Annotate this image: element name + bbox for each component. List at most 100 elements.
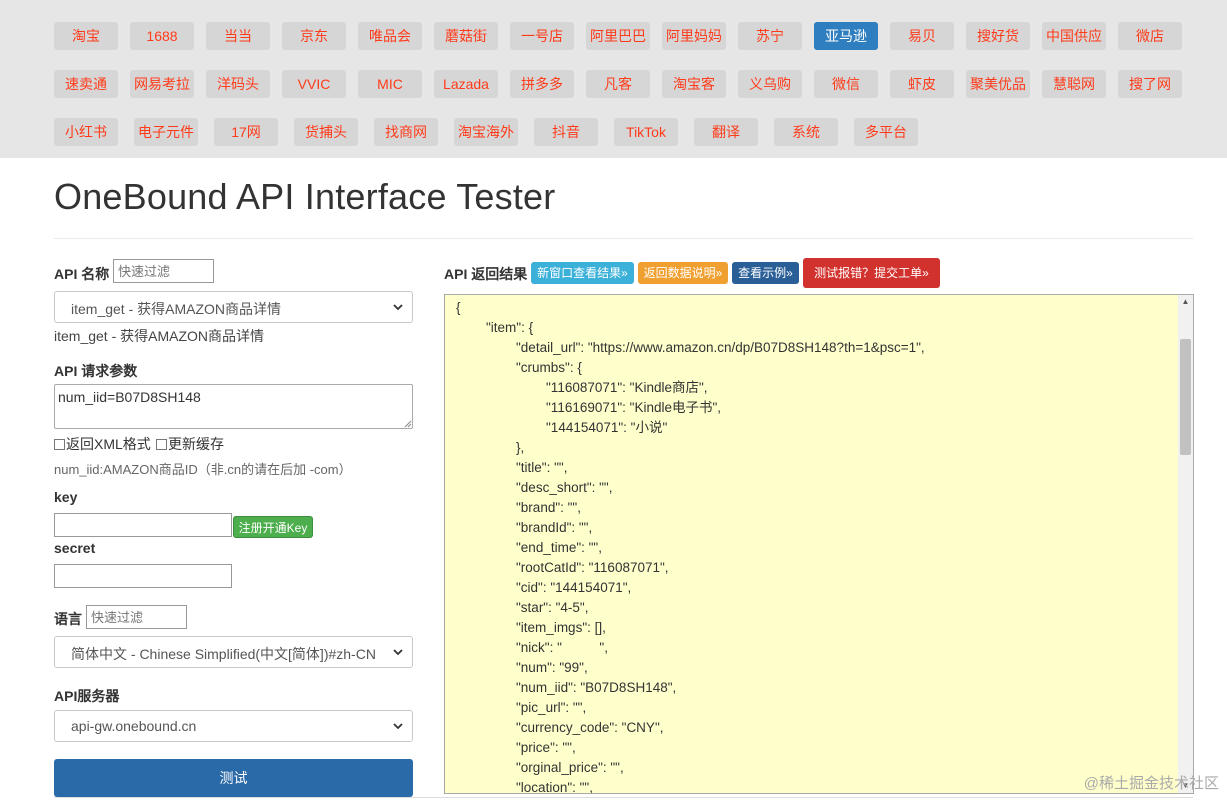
platform-button[interactable]: 凡客 (586, 70, 650, 98)
result-line: "crumbs": { (456, 360, 582, 375)
platform-button[interactable]: 蘑菇街 (434, 22, 498, 50)
platform-button[interactable]: 淘宝客 (662, 70, 726, 98)
api-name-select[interactable]: item_get - 获得AMAZON商品详情 (54, 291, 413, 323)
key-input[interactable] (54, 513, 232, 537)
platform-button[interactable]: 17网 (214, 118, 278, 146)
platform-button[interactable]: 亚马逊 (814, 22, 878, 50)
key-label: key (54, 489, 78, 505)
result-line: "116169071": "Kindle电子书", (456, 400, 722, 415)
register-key-button[interactable]: 注册开通Key (233, 516, 313, 538)
result-line: "nick": " ", (456, 640, 608, 655)
platform-button[interactable]: 阿里巴巴 (586, 22, 650, 50)
platform-button[interactable]: 微信 (814, 70, 878, 98)
platform-button[interactable]: MIC (358, 70, 422, 98)
platform-button[interactable]: 虾皮 (890, 70, 954, 98)
report-error-button[interactable]: 测试报错？提交工单» (803, 258, 940, 288)
view-example-button[interactable]: 查看示例» (732, 262, 799, 284)
platform-button[interactable]: 货捕头 (294, 118, 358, 146)
result-line: "brand": "", (456, 500, 581, 515)
result-line: "item": { (456, 320, 534, 335)
result-line: "num_iid": "B07D8SH148", (456, 680, 677, 695)
secret-input[interactable] (54, 564, 232, 588)
result-line: "title": "", (456, 460, 568, 475)
platform-button[interactable]: 系统 (774, 118, 838, 146)
server-label: API服务器 (54, 688, 120, 704)
platform-button[interactable]: 电子元件 (134, 118, 198, 146)
result-line: "pic_url": "", (456, 700, 587, 715)
platform-button[interactable]: 小红书 (54, 118, 118, 146)
platform-button[interactable]: 抖音 (534, 118, 598, 146)
params-textarea[interactable]: num_iid=B07D8SH148 (54, 384, 413, 429)
platform-button[interactable]: 速卖通 (54, 70, 118, 98)
server-select[interactable]: api-gw.onebound.cn (54, 710, 413, 742)
platform-button[interactable]: 多平台 (854, 118, 918, 146)
return-doc-button[interactable]: 返回数据说明» (638, 262, 728, 284)
result-line: "cid": "144154071", (456, 580, 632, 595)
language-filter-input[interactable] (86, 605, 187, 629)
platform-button[interactable]: 淘宝 (54, 22, 118, 50)
platform-button[interactable]: 网易考拉 (130, 70, 194, 98)
result-line: "star": "4-5", (456, 600, 589, 615)
platform-button[interactable]: 义乌购 (738, 70, 802, 98)
result-line: "rootCatId": "116087071", (456, 560, 669, 575)
platform-button[interactable]: 一号店 (510, 22, 574, 50)
platform-button[interactable]: 翻译 (694, 118, 758, 146)
chevron-down-icon (393, 723, 403, 730)
result-line: "item_imgs": [], (456, 620, 606, 635)
platform-button[interactable]: 拼多多 (510, 70, 574, 98)
platform-button[interactable]: VVIC (282, 70, 346, 98)
platform-button[interactable]: 唯品会 (358, 22, 422, 50)
platform-bar: 淘宝 1688 当当京东唯品会蘑菇街一号店阿里巴巴阿里妈妈苏宁亚马逊易贝搜好货中国供… (0, 0, 1227, 158)
platform-button[interactable]: 聚美优品 (966, 70, 1030, 98)
scroll-up-icon[interactable]: ▲ (1181, 297, 1190, 306)
platform-button[interactable]: 京东 (282, 22, 346, 50)
result-line: "desc_short": "", (456, 480, 613, 495)
result-json: { "item": { "detail_url": "https://www.a… (445, 295, 1193, 794)
platform-button[interactable]: 淘宝海外 (454, 118, 518, 146)
platform-button[interactable]: 搜好货 (966, 22, 1030, 50)
resize-handle-icon[interactable] (404, 420, 412, 428)
new-window-button[interactable]: 新窗口查看结果» (531, 262, 634, 284)
platform-button[interactable]: 搜了网 (1118, 70, 1182, 98)
checkbox-icon (156, 438, 167, 450)
result-panel[interactable]: { "item": { "detail_url": "https://www.a… (444, 294, 1194, 794)
platform-button[interactable]: 苏宁 (738, 22, 802, 50)
result-line: "orginal_price": "", (456, 760, 624, 775)
platform-button[interactable]: TikTok (614, 118, 678, 146)
language-select-value: 简体中文 - Chinese Simplified(中文[简体])#zh-CN (71, 646, 376, 662)
result-line: "price": "", (456, 740, 576, 755)
platform-button[interactable]: 微店 (1118, 22, 1182, 50)
divider (54, 238, 1193, 239)
platform-button[interactable]: 易贝 (890, 22, 954, 50)
api-name-select-value: item_get - 获得AMAZON商品详情 (71, 301, 282, 317)
result-line: { (456, 300, 461, 315)
platform-button[interactable]: 找商网 (374, 118, 438, 146)
platform-button[interactable]: 当当 (206, 22, 270, 50)
scroll-down-icon[interactable]: ▼ (1181, 781, 1190, 790)
secret-label: secret (54, 540, 96, 556)
language-label: 语言 (54, 611, 82, 627)
platform-button[interactable]: 洋码头 (206, 70, 270, 98)
result-line: "currency_code": "CNY", (456, 720, 664, 735)
update-cache-checkbox[interactable]: 更新缓存 (156, 434, 224, 454)
platform-button[interactable]: 中国供应 (1042, 22, 1106, 50)
platform-button[interactable]: 慧聪网 (1042, 70, 1106, 98)
result-line: "detail_url": "https://www.amazon.cn/dp/… (456, 340, 925, 355)
divider (54, 797, 1193, 798)
xml-format-checkbox[interactable]: 返回XML格式 (54, 434, 151, 454)
checkbox-icon (54, 438, 65, 450)
chevron-down-icon (393, 304, 403, 311)
result-line: "end_time": "", (456, 540, 602, 555)
platform-button[interactable]: Lazada (434, 70, 498, 98)
xml-format-label: 返回XML格式 (66, 436, 151, 452)
result-line: "location": "", (456, 780, 593, 794)
result-scrollbar[interactable]: ▲ ▼ (1178, 295, 1193, 793)
test-button[interactable]: 测试 (54, 759, 413, 797)
language-select[interactable]: 简体中文 - Chinese Simplified(中文[简体])#zh-CN (54, 636, 413, 668)
result-label: API 返回结果 (444, 266, 528, 282)
params-hint: num_iid:AMAZON商品ID（非.cn的请在后加 -com） (54, 462, 352, 477)
scroll-thumb[interactable] (1180, 339, 1191, 455)
api-filter-input[interactable] (113, 259, 214, 283)
platform-button[interactable]: 1688 (130, 22, 194, 50)
platform-button[interactable]: 阿里妈妈 (662, 22, 726, 50)
